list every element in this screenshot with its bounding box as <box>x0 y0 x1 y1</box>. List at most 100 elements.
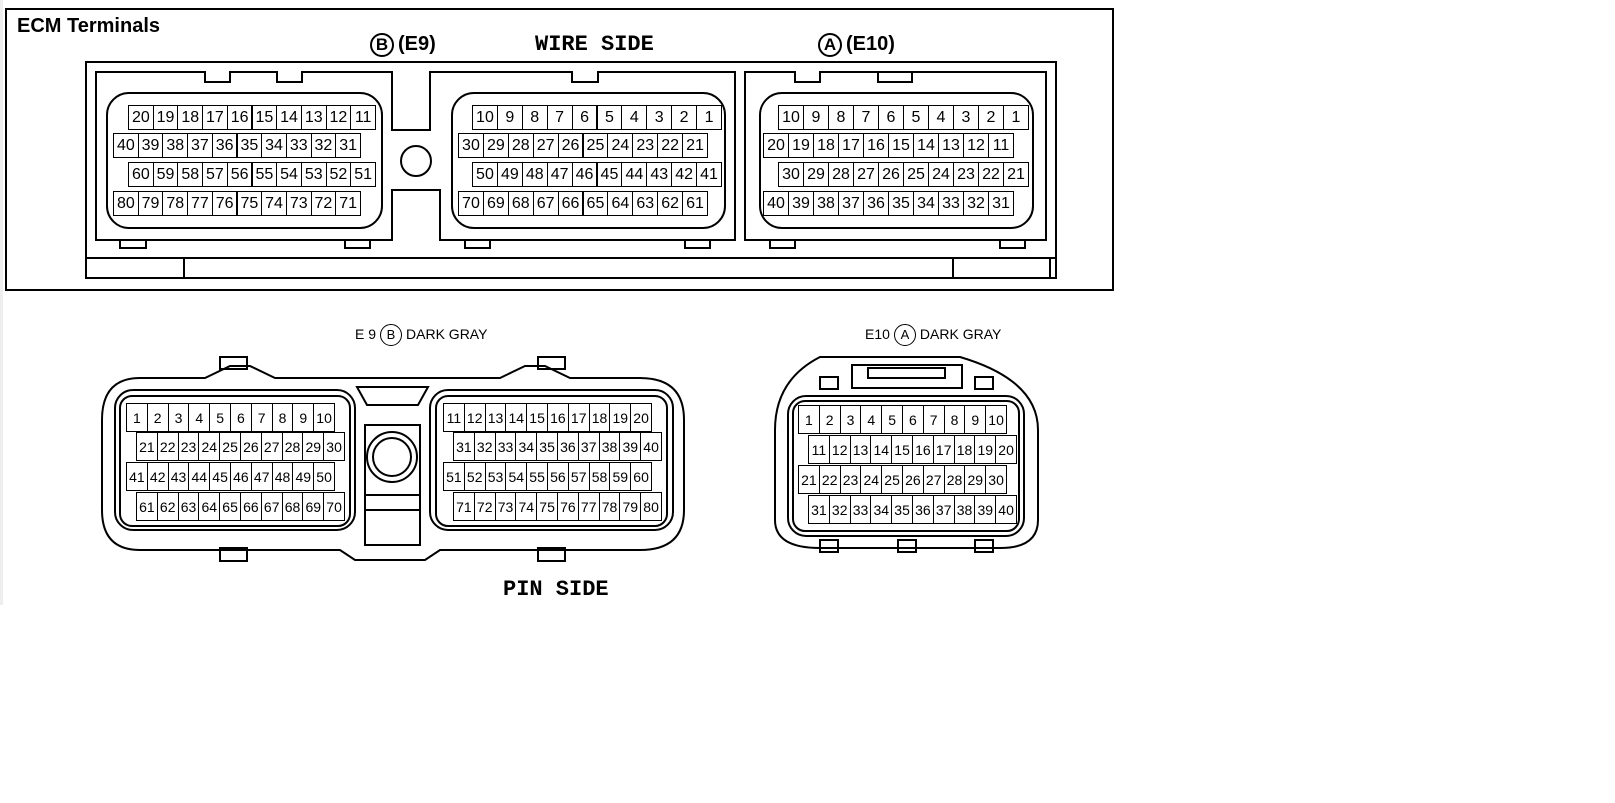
e9-wire-block1-pin: 75 <box>236 191 263 216</box>
e9-pin-left-pin: 7 <box>250 403 273 432</box>
e10-wire-pin: 13 <box>938 133 964 158</box>
e9-wire-block2-pin: 44 <box>621 162 648 187</box>
e10-pin-pin: 6 <box>902 405 924 434</box>
e10-pin-pin: 31 <box>808 495 830 524</box>
e9-pin-left-pin: 23 <box>177 432 200 461</box>
e10-wire-pin: 28 <box>828 162 854 187</box>
e9-pin-right-pin: 40 <box>640 432 662 461</box>
e10-pin-pin: 7 <box>922 405 945 434</box>
e9-wire-block2-pin: 30 <box>458 133 484 158</box>
e9-wire-block1-pin: 16 <box>226 105 253 130</box>
e9-pin-right-pin: 12 <box>463 403 486 432</box>
e9-wire-block1-pin: 40 <box>113 133 139 158</box>
e10-pin-pin: 15 <box>891 435 913 464</box>
e9-wire-block1-pin: 20 <box>128 105 154 130</box>
e10-pin-pin: 24 <box>860 465 883 494</box>
e9-pin-right-pin: 80 <box>640 492 662 521</box>
e9-pin-right-pin: 17 <box>567 403 590 432</box>
e9-wire-block1-pin: 18 <box>177 105 204 130</box>
e9-wire-block2-pin: 23 <box>632 133 659 158</box>
e9-pin-left-pin: 42 <box>146 462 169 491</box>
e9-wire-block1-pin: 17 <box>202 105 228 130</box>
e10-wire-pin: 33 <box>938 191 964 216</box>
e10-wire-pin: 12 <box>963 133 989 158</box>
e9-wire-block2-pin: 29 <box>482 133 509 158</box>
e9-wire-block2-pin: 42 <box>671 162 698 187</box>
e9-pin-right-pin: 16 <box>547 403 569 432</box>
e10-pin-pin: 11 <box>808 435 830 464</box>
e9-wire-block2-pin: 46 <box>571 162 598 187</box>
e9-pin-left-pin: 43 <box>167 462 190 491</box>
e9-pin-left-pin: 24 <box>198 432 221 461</box>
e9-wire-block2-pin: 65 <box>582 191 609 216</box>
e9-wire-block2-pin: 10 <box>472 105 498 130</box>
e9-wire-block2-pin: 70 <box>458 191 484 216</box>
e10-pin-pin: 9 <box>964 405 987 434</box>
e9-wire-block2-pin: 24 <box>607 133 634 158</box>
e9-wire-block2-pin: 22 <box>657 133 684 158</box>
e9-wire-block2-pin: 43 <box>646 162 673 187</box>
e10-pin-pin: 39 <box>974 495 997 524</box>
connector-color: DARK GRAY <box>919 326 1002 342</box>
e10-wire-pin: 19 <box>788 133 814 158</box>
e9-wire-block2-pin: 62 <box>657 191 684 216</box>
e10-pin-pin: 1 <box>798 405 820 434</box>
e10-wire-pin: 4 <box>928 105 954 130</box>
e10-wire-pin: 27 <box>853 162 879 187</box>
e10-pin-pin: 35 <box>891 495 913 524</box>
e10-wire-pin: 7 <box>853 105 879 130</box>
e10-pin-pin: 21 <box>798 465 820 494</box>
e10-pin-pin: 34 <box>870 495 893 524</box>
e9-pin-left-pin: 22 <box>156 432 179 461</box>
e9-wire-block2-pin: 28 <box>507 133 534 158</box>
e9-wire-block2-pin: 64 <box>607 191 634 216</box>
e9-wire-block2-pin: 50 <box>472 162 498 187</box>
e10-wire-pin: 15 <box>888 133 914 158</box>
e9-wire-block1-pin: 32 <box>310 133 337 158</box>
connector-code: (E10) <box>846 33 895 55</box>
e9-wire-block1-pin: 34 <box>261 133 287 158</box>
pin-side-label: PIN SIDE <box>503 577 609 602</box>
e9-wire-block1-pin: 59 <box>152 162 179 187</box>
e10-wire-pin: 38 <box>813 191 839 216</box>
e9-pin-left-pin: 46 <box>230 462 252 491</box>
connector-letter-badge: B <box>370 33 394 57</box>
e10-pin-pin: 26 <box>902 465 924 494</box>
e10-pin-pin: 29 <box>964 465 987 494</box>
e10-wire-pin: 22 <box>978 162 1004 187</box>
e10-pin-pin: 25 <box>881 465 903 494</box>
e9-pin-right-pin: 73 <box>494 492 517 521</box>
e10-pin-pin: 37 <box>932 495 955 524</box>
wire-side-panel <box>5 8 1114 291</box>
e9-pin-left-pin: 65 <box>219 492 241 521</box>
e9-wire-block1-pin: 80 <box>113 191 139 216</box>
e9-pin-right-pin: 31 <box>453 432 475 461</box>
e9-wire-block2-pin: 1 <box>696 105 722 130</box>
e10-pin-pin: 32 <box>828 495 851 524</box>
connector-code: (E9) <box>398 33 436 55</box>
e9-pin-left-pin: 68 <box>281 492 304 521</box>
e10-wire-pin: 9 <box>803 105 829 130</box>
e10-wire-pin: 23 <box>953 162 979 187</box>
e9-wire-block2-pin: 2 <box>671 105 698 130</box>
e10-wire-pin: 30 <box>778 162 804 187</box>
e10-wire-pin: 10 <box>778 105 804 130</box>
e9-wire-block1-pin: 56 <box>226 162 253 187</box>
e9-wire-side-header: B(E9) <box>370 33 436 57</box>
e10-pin-pin: 3 <box>839 405 862 434</box>
e10-pin-pin: 38 <box>953 495 976 524</box>
e9-wire-block1-pin: 51 <box>350 162 376 187</box>
e9-pin-left-pin: 66 <box>240 492 262 521</box>
e9-pin-left-pin: 41 <box>126 462 148 491</box>
e9-pin-right-pin: 60 <box>630 462 652 491</box>
e9-wire-block1-pin: 72 <box>310 191 337 216</box>
connector-letter-badge: B <box>380 324 403 346</box>
e10-pin-pin: 17 <box>932 435 955 464</box>
connector-color: DARK GRAY <box>406 326 488 342</box>
e9-pin-right-pin: 78 <box>598 492 621 521</box>
e9-pin-left-pin: 4 <box>188 403 211 432</box>
e9-pin-right-pin: 72 <box>473 492 496 521</box>
e10-pin-pin: 20 <box>995 435 1017 464</box>
e9-pin-left-pin: 30 <box>323 432 345 461</box>
e10-wire-pin: 18 <box>813 133 839 158</box>
